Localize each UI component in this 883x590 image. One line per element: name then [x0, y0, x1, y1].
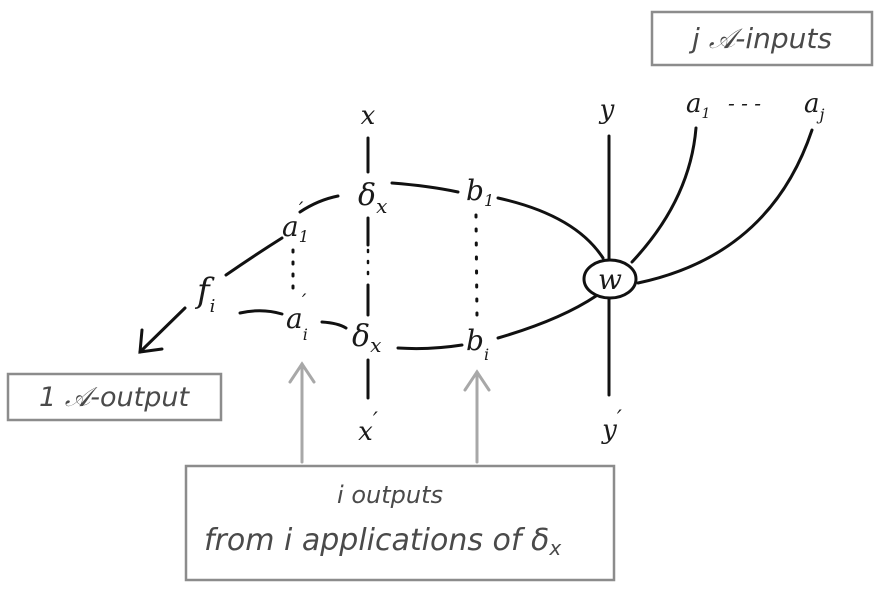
wire-input-a1 — [630, 126, 698, 264]
label-a1-primemark: ′ — [299, 197, 304, 221]
label-bi-sub: i — [484, 345, 489, 364]
label-a1-base: a — [282, 210, 299, 243]
label-delta-top-sym: δ — [358, 178, 376, 213]
label-b1-base: b — [466, 174, 484, 207]
label-x-bottom: x′ — [358, 409, 378, 447]
label-delta-top-sub: x — [376, 194, 387, 218]
label-x-top: x — [361, 101, 376, 131]
box-j-inputs-label: j 𝒜-inputs — [688, 22, 832, 55]
box-line2-delta: δ — [531, 523, 549, 558]
w-node-label: w — [598, 263, 622, 296]
loop-upper-a1-delta — [298, 194, 340, 214]
label-bi: bi — [466, 324, 489, 364]
label-x-bottom-prime: ′ — [373, 409, 378, 434]
loop-upper-delta-b1 — [390, 181, 460, 194]
label-x-bottom-base: x — [358, 417, 373, 447]
dots-b-column — [474, 213, 479, 320]
label-a1-sub: 1 — [299, 227, 309, 246]
label-b1: b1 — [466, 174, 494, 210]
label-input-aj: aj — [804, 89, 825, 124]
wire-f-a1 — [224, 236, 284, 277]
loop-upper-b1-w — [496, 196, 605, 260]
label-y-bottom-base: y — [601, 415, 617, 445]
loop-lower-bi-w — [496, 294, 598, 340]
label-delta-top: δx — [358, 178, 387, 218]
arrow-output-head — [138, 328, 164, 354]
label-y-top: y — [599, 95, 615, 125]
label-y-bottom: y′ — [601, 407, 622, 445]
label-f-i: fi — [194, 271, 215, 317]
label-f-sub: i — [210, 296, 216, 317]
label-y-bottom-prime: ′ — [617, 407, 622, 432]
wire-f-ai — [238, 309, 284, 316]
label-bi-base: b — [466, 324, 484, 357]
arrow-output-shaft — [138, 306, 187, 354]
label-ai-prime: ai ′ — [286, 289, 308, 344]
wire-input-aj — [636, 128, 814, 285]
label-input-a1-sub: 1 — [702, 106, 711, 122]
label-ai-primemark: ′ — [302, 289, 307, 313]
loop-lower-delta-bi — [396, 343, 464, 351]
label-a1-prime: a1 ′ — [282, 197, 309, 246]
label-ai-sub: i — [303, 325, 308, 344]
box-j-inputs — [650, 10, 874, 67]
label-input-aj-sub: j — [817, 105, 825, 124]
label-delta-bottom-sub: x — [370, 333, 381, 357]
label-input-aj-base: a — [804, 89, 820, 119]
w-node — [582, 258, 638, 300]
label-b1-sub: 1 — [484, 191, 494, 210]
box-1-output-label: 1 𝒜-output — [39, 382, 191, 413]
arrow-to-bi-head — [463, 369, 491, 392]
label-input-a1: a1 — [686, 89, 710, 122]
box-i-outputs-line2: from i applications of δx — [204, 523, 561, 560]
arrow-to-ai-head — [288, 361, 316, 384]
loop-lower-ai-delta — [320, 320, 348, 330]
gray-arrows — [288, 361, 491, 464]
strings — [138, 126, 814, 400]
box-1-output — [6, 372, 223, 422]
label-input-dots: - - - — [728, 91, 761, 115]
box-line2-delta-sub: x — [548, 536, 561, 560]
box-i-outputs — [184, 464, 616, 582]
box-i-outputs-line1: i outputs — [337, 481, 443, 509]
label-input-a1-base: a — [686, 89, 702, 119]
box-line2-prefix: from i applications of — [204, 523, 531, 558]
label-delta-bottom-sym: δ — [352, 319, 370, 354]
label-delta-bottom: δx — [352, 319, 381, 357]
label-ai-base: a — [286, 302, 303, 335]
